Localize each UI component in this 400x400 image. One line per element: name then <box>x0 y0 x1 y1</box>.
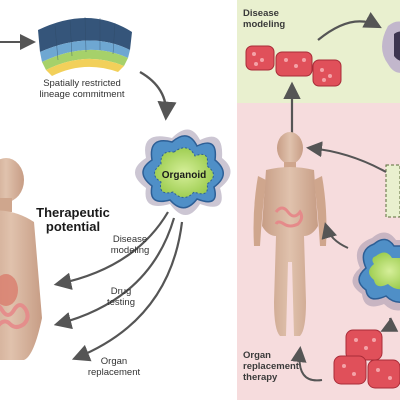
arrow-to-organoid <box>139 70 177 121</box>
organoid-left <box>135 129 231 215</box>
arrow-organoid-to-body <box>321 222 349 249</box>
organ-replacement-heading: Organ replacement therapy <box>243 350 299 383</box>
app-disease-modeling-label: Disease modeling <box>110 234 150 256</box>
human-silhouette-left <box>0 158 42 360</box>
arrow-drug-testing-left <box>53 217 176 330</box>
lineage-cell-sheet <box>38 16 132 76</box>
tissue-cluster-bottom <box>333 329 400 389</box>
inset-green-box <box>385 164 400 218</box>
arrow-to-organoid-right-top <box>317 11 382 41</box>
disease-modeling-heading: Disease modeling <box>243 8 286 30</box>
organoid-label: Organoid <box>162 170 206 181</box>
app-organ-replacement-label: Organ replacement <box>87 356 141 378</box>
app-drug-testing-label: Drug testing <box>107 286 135 308</box>
arrow-into-body-right <box>306 141 387 173</box>
lineage-commitment-label: Spatially restricted lineage commitment <box>39 78 125 100</box>
arrow-organ-replacement-left <box>71 221 184 362</box>
arrow-disease-modeling-left <box>53 211 169 290</box>
therapeutic-potential-title: Therapeutic potential <box>36 205 110 234</box>
arrow-tissue-to-body <box>290 346 323 382</box>
arrow-organoid-to-tissue <box>380 317 399 332</box>
organoid-edge-top <box>382 21 400 73</box>
organoid-right <box>352 232 400 311</box>
tissue-cluster-top <box>245 45 342 87</box>
